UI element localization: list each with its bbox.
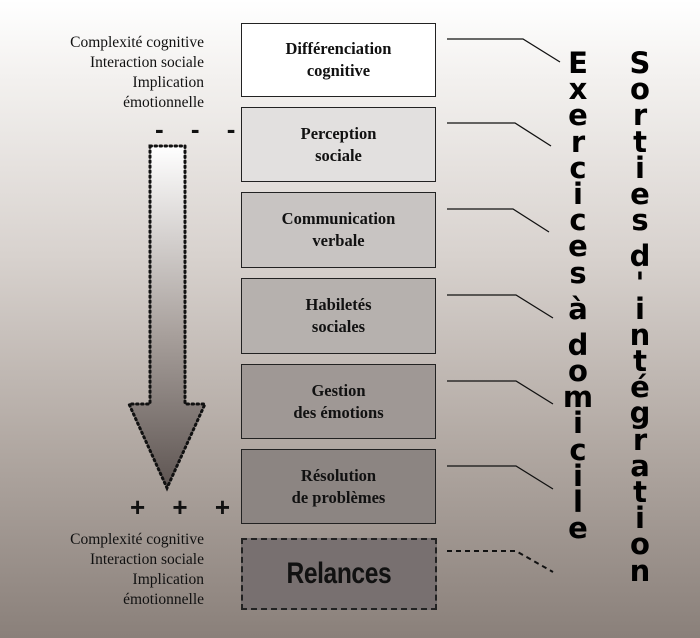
- vertical-letter: t: [633, 344, 647, 379]
- vertical-letter: l: [573, 485, 583, 519]
- module-box-perception-sociale: Perception sociale: [241, 107, 436, 182]
- vertical-letter: e: [568, 229, 588, 264]
- vertical-letter: ': [635, 265, 645, 300]
- vertical-letter: g: [629, 396, 651, 431]
- vertical-letter: c: [569, 150, 587, 185]
- bottom-complexity-label: Complexité cognitive Interaction sociale…: [18, 530, 204, 610]
- vertical-letter: i: [635, 501, 645, 536]
- vertical-letter: e: [568, 98, 588, 133]
- vertical-letter: d: [629, 239, 651, 274]
- vertical-letter: d: [567, 327, 589, 362]
- progression-arrow: [126, 144, 208, 492]
- module-label: Gestion des émotions: [293, 380, 384, 422]
- minus-signs: - - -: [155, 114, 246, 144]
- module-box-habiletes-sociales: Habiletés sociales: [241, 278, 436, 354]
- bottom-label-line: Complexité cognitive: [70, 531, 204, 548]
- connector-line-3: [447, 208, 550, 233]
- bottom-label-line: Implication: [132, 571, 204, 588]
- vertical-letter: é: [630, 370, 650, 405]
- vertical-letter: r: [570, 124, 586, 159]
- connector-line-6: [447, 465, 554, 490]
- relances-box: Relances: [241, 538, 437, 610]
- vertical-letter: E: [568, 46, 588, 80]
- vertical-letter: e: [568, 511, 588, 546]
- vertical-letter: n: [629, 317, 651, 352]
- connector-line-1: [447, 38, 561, 63]
- vertical-letter: x: [568, 72, 588, 107]
- module-box-gestion-des-emotions: Gestion des émotions: [241, 364, 436, 439]
- vertical-letter: r: [632, 98, 648, 133]
- top-complexity-label: Complexité cognitive Interaction sociale…: [18, 33, 204, 113]
- vertical-letter: n: [629, 553, 651, 588]
- top-label-line: Implication: [132, 74, 204, 91]
- vertical-letter: r: [632, 422, 648, 457]
- vertical-letter: a: [630, 448, 650, 483]
- vertical-letter: i: [635, 291, 645, 326]
- module-label: Habiletés sociales: [305, 295, 372, 336]
- module-box-differenciation-cognitive: Différenciation cognitive: [241, 23, 436, 97]
- module-label: Différenciation cognitive: [285, 39, 392, 80]
- vertical-letter: i: [635, 150, 645, 185]
- connector-line-2: [447, 122, 552, 147]
- vertical-letter: o: [630, 527, 650, 562]
- vertical-letter: s: [631, 203, 649, 238]
- plus-signs: + + +: [130, 492, 240, 522]
- vertical-letter: t: [633, 124, 647, 159]
- connector-line-relances: [447, 550, 554, 573]
- relances-label: Relances: [286, 557, 392, 590]
- module-box-communication-verbale: Communication verbale: [241, 192, 436, 268]
- module-box-resolution-de-problemes: Résolution de problèmes: [241, 449, 436, 524]
- connector-line-4: [447, 294, 554, 319]
- bottom-label-line: émotionnelle: [123, 591, 204, 608]
- vertical-letter: S: [629, 46, 651, 80]
- vertical-letter: i: [573, 406, 583, 441]
- vertical-letter: m: [562, 380, 594, 415]
- module-label: Communication verbale: [281, 209, 396, 250]
- vertical-letter: t: [633, 475, 647, 509]
- vertical-letter: c: [569, 203, 587, 238]
- vertical-letter: i: [573, 458, 583, 493]
- module-label: Résolution de problèmes: [291, 465, 386, 507]
- bottom-label-line: Interaction sociale: [89, 551, 204, 568]
- vertical-letter: o: [630, 72, 650, 107]
- vertical-letter: i: [573, 176, 583, 211]
- module-label: Perception sociale: [300, 123, 377, 165]
- top-label-line: Complexité cognitive: [70, 34, 204, 51]
- vertical-letter: à: [568, 291, 588, 326]
- vertical-letter: o: [568, 354, 588, 389]
- vertical-letter: c: [569, 432, 587, 467]
- vertical-letter: s: [569, 255, 587, 290]
- vertical-letter: e: [630, 176, 650, 211]
- top-label-line: Interaction sociale: [89, 54, 204, 71]
- connector-line-5: [447, 380, 554, 405]
- top-label-line: émotionnelle: [123, 94, 204, 111]
